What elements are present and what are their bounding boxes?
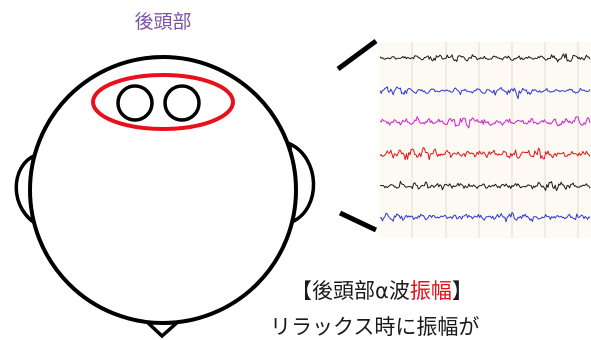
caption-line-2: リラックス時に振幅が [270,315,479,339]
electrode-left [116,84,154,122]
head-outline [28,55,298,325]
callout-line-bottom [338,210,378,233]
eeg-traces [379,53,591,223]
caption-lead: 後頭部α波 [312,279,410,303]
caption-close-bracket: 】 [452,279,473,303]
eeg-panel [379,42,591,238]
eeg-trace-3 [379,116,591,129]
occipital-region-highlight [91,73,235,131]
caption-line-1: 【後頭部α波振幅】 [291,279,473,303]
eeg-trace-4 [379,146,591,161]
region-label: 後頭部 [134,11,191,33]
eeg-trace-5 [379,180,591,192]
electrode-right [163,84,201,122]
callout-line-top [336,38,378,72]
caption-open-bracket: 【 [291,279,312,303]
eeg-grid [411,42,579,238]
eeg-trace-1 [379,53,591,63]
eeg-panel-background [380,42,591,238]
caption-highlight: 振幅 [410,279,452,303]
head [14,55,316,339]
eeg-trace-6 [379,211,591,223]
eeg-trace-2 [379,86,591,100]
